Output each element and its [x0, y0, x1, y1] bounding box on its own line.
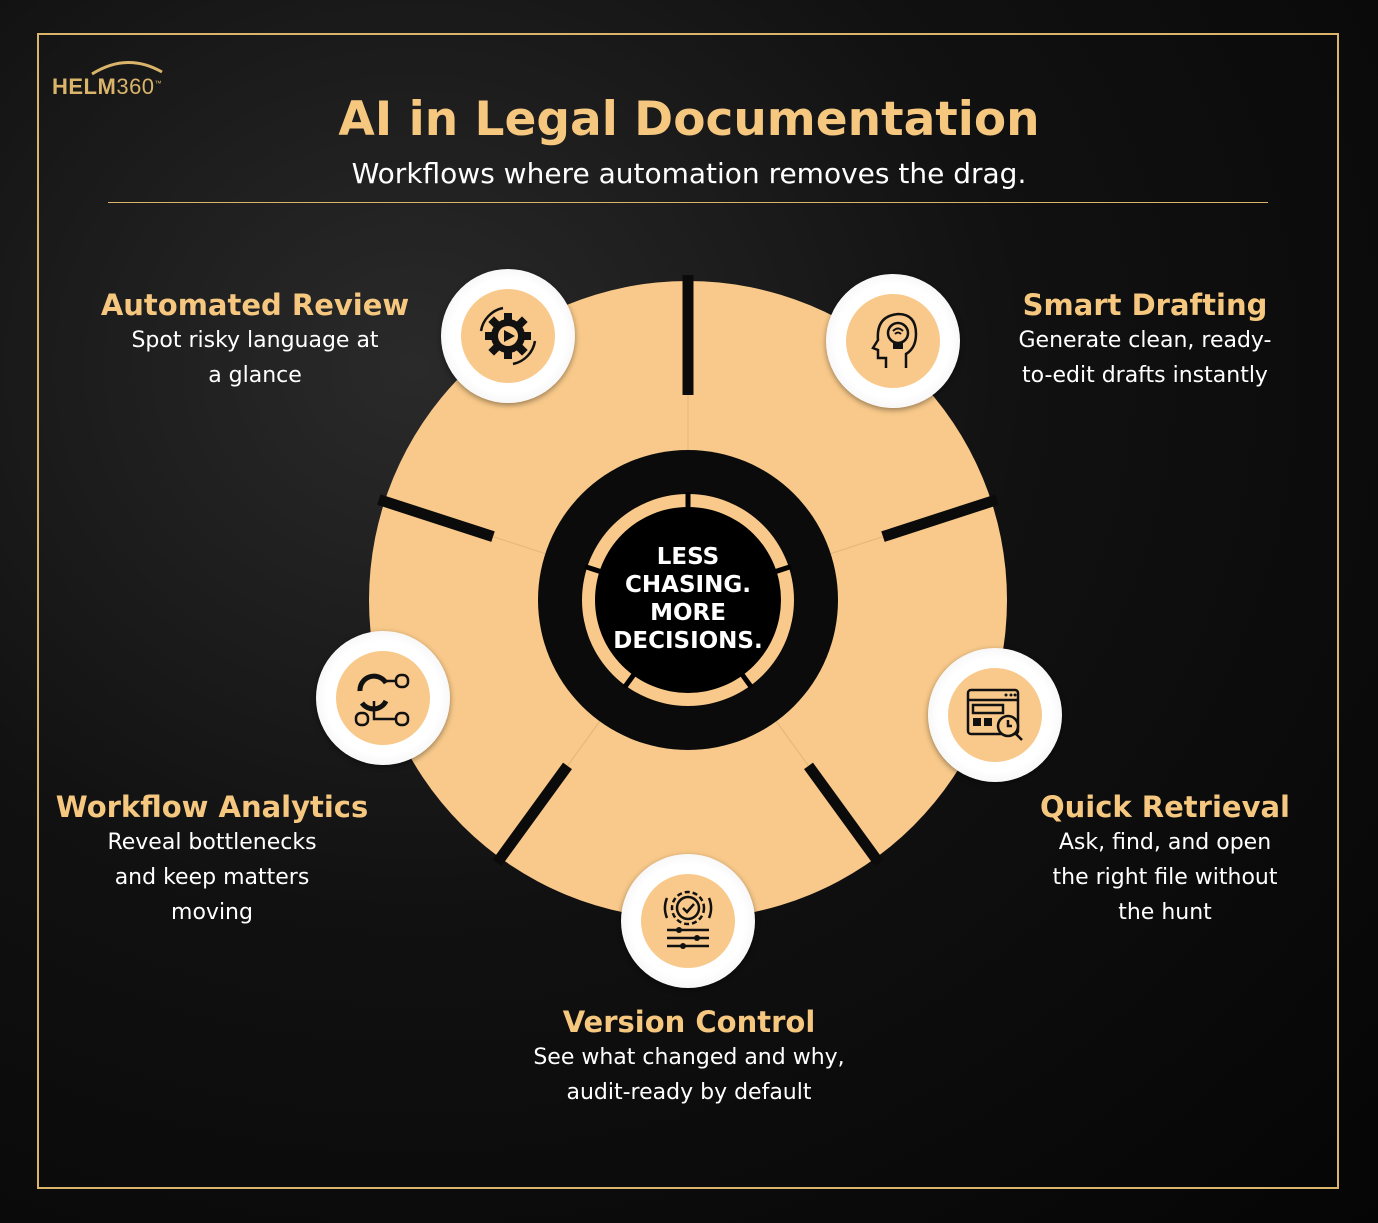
version-control-icon-badge: [621, 854, 755, 988]
item-description: Generate clean, ready-: [1018, 328, 1272, 353]
logo-text-bold: HELM: [52, 74, 117, 99]
center-line: LESS: [656, 544, 720, 570]
page-subtitle: Workflows where automation removes the d…: [351, 157, 1027, 190]
item-title: Version Control: [562, 1005, 816, 1039]
head-lightbulb-icon: [871, 312, 918, 368]
item-title: Smart Drafting: [1022, 288, 1268, 322]
spoke-thin-line: [775, 721, 809, 767]
inner-ring-gap: [622, 671, 638, 689]
gold-frame: [37, 33, 1339, 1189]
gear-check-sliders-icon: [663, 890, 713, 949]
center-line: CHASING.: [625, 572, 751, 598]
item-version-control: Version Control See what changed and why…: [489, 1004, 889, 1110]
item-title: Workflow Analytics: [55, 790, 369, 824]
item-description: to-edit drafts instantly: [1022, 363, 1268, 388]
item-description: audit-ready by default: [566, 1080, 812, 1105]
workflow-analytics-icon-badge: [316, 631, 450, 765]
spoke-thin-line: [492, 536, 546, 555]
item-description: See what changed and why,: [533, 1045, 845, 1070]
logo-arc-icon: [91, 61, 163, 76]
center-line: MORE: [650, 600, 726, 626]
logo-tm: ™: [154, 80, 163, 88]
item-title: Quick Retrieval: [1040, 790, 1290, 824]
browser-search-clock-icon: [966, 688, 1023, 741]
item-description: Ask, find, and open: [1058, 830, 1272, 855]
gear-play-cycle-icon: [479, 306, 537, 366]
page-title: AI in Legal Documentation: [338, 92, 1040, 147]
center-line: DECISIONS.: [613, 628, 763, 654]
item-description: Reveal bottlenecks: [107, 830, 317, 855]
item-automated-review: Automated Review Spot risky language at …: [95, 287, 415, 393]
item-description: moving: [171, 900, 253, 925]
spoke-thin-line: [830, 536, 884, 555]
inner-ring-gap: [738, 671, 754, 689]
spoke-divider: [804, 762, 884, 867]
item-description: a glance: [208, 363, 302, 388]
item-description: Spot risky language at: [131, 328, 379, 353]
item-description: the hunt: [1118, 900, 1212, 925]
header-divider: [108, 202, 1268, 203]
item-description: the right file without: [1052, 865, 1278, 890]
logo-text-light: 360: [116, 74, 155, 99]
quick-retrieval-icon-badge: [928, 648, 1062, 782]
item-workflow-analytics: Workflow Analytics Reveal bottlenecks an…: [52, 789, 372, 930]
item-description: and keep matters: [114, 865, 310, 890]
spokes: [377, 275, 999, 867]
automated-review-icon-badge: [441, 269, 575, 403]
item-smart-drafting: Smart Drafting Generate clean, ready- to…: [985, 287, 1305, 393]
spoke-divider: [492, 762, 572, 867]
spoke-thin-line: [567, 721, 601, 767]
spoke-divider: [881, 494, 999, 542]
helm360-logo: HELM360™: [52, 56, 177, 101]
workflow-nodes-icon: [354, 673, 410, 727]
center-message: LESS CHASING. MORE DECISIONS.: [588, 543, 788, 655]
item-title: Automated Review: [100, 288, 410, 322]
center-circle: [595, 507, 781, 693]
smart-drafting-icon-badge: [826, 274, 960, 408]
spoke-divider: [377, 494, 495, 542]
item-quick-retrieval: Quick Retrieval Ask, find, and open the …: [1005, 789, 1325, 930]
